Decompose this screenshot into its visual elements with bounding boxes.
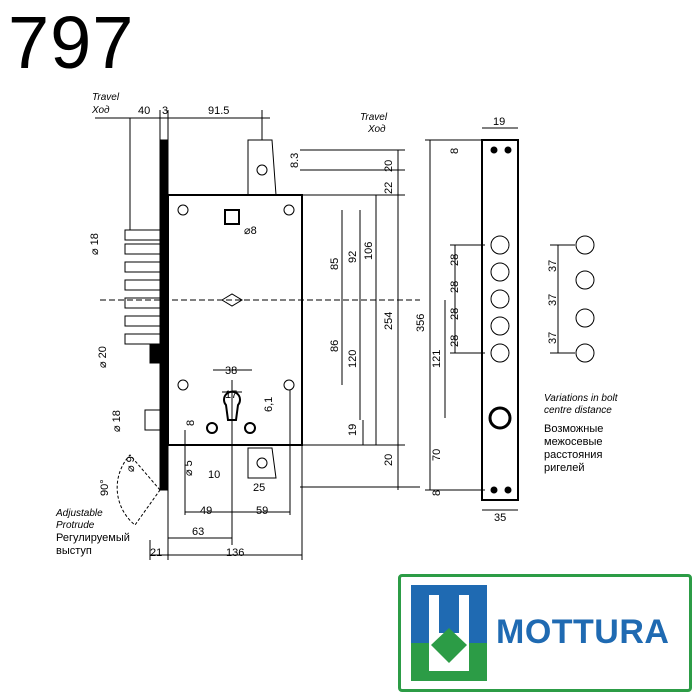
- variations-label-ru-3: расстояния: [544, 449, 602, 461]
- mottura-emblem-icon: [411, 585, 487, 681]
- dim-85: 85: [329, 258, 341, 270]
- dim-120: 120: [347, 350, 359, 368]
- dim-106: 106: [363, 242, 375, 260]
- dim-136: 136: [226, 547, 244, 559]
- dim-92: 92: [347, 251, 359, 263]
- face-28-4: 28: [449, 335, 461, 347]
- faceplate-side: [159, 139, 169, 491]
- face-35: 35: [494, 512, 506, 524]
- face-28-1: 28: [449, 254, 461, 266]
- var-37-1: 37: [547, 260, 559, 272]
- dim-dia18-bottom: ⌀ 18: [111, 410, 123, 432]
- face-28-2: 28: [449, 281, 461, 293]
- brand-name: MOTTURA: [496, 613, 670, 651]
- dim-22: 22: [383, 182, 395, 194]
- model-number: 797: [8, 1, 135, 84]
- dim-3: 3: [162, 105, 168, 117]
- dim-dia9: ⌀ 9: [125, 456, 137, 472]
- face-28-3: 28: [449, 308, 461, 320]
- mottura-logo: MOTTURA: [398, 574, 692, 692]
- dim-40: 40: [138, 105, 150, 117]
- face-19: 19: [493, 116, 505, 128]
- dim-dia5: ⌀ 5: [183, 460, 195, 476]
- variations-label-ru-4: ригелей: [544, 462, 584, 474]
- dim-dia18-top: ⌀ 18: [89, 233, 101, 255]
- var-37-2: 37: [547, 294, 559, 306]
- dim-6-1: 6,1: [263, 397, 275, 412]
- face-8-bottom: 8: [431, 490, 443, 496]
- faceplate-front: [481, 139, 519, 501]
- dim-63: 63: [192, 526, 204, 538]
- variations-label-ru-2: межосевые: [544, 436, 603, 448]
- variations-label-ru-1: Возможные: [544, 423, 603, 435]
- variations-label-en-2: centre distance: [544, 405, 612, 416]
- dim-356: 356: [415, 314, 427, 332]
- travel-label-ru-2: Ход: [367, 124, 386, 135]
- dim-19-side: 19: [347, 424, 359, 436]
- dim-49: 49: [200, 505, 212, 517]
- variations-label-en-1: Variations in bolt: [544, 393, 619, 404]
- dim-20-bottom: 20: [383, 454, 395, 466]
- travel-label-en: Travel: [92, 92, 120, 103]
- top-lever: [247, 139, 277, 196]
- adjustable-label-en-2: Protrude: [56, 520, 95, 531]
- adjustable-label-ru-1: Регулируемый: [56, 532, 130, 544]
- face-8-top: 8: [449, 148, 461, 154]
- dim-dia8: ⌀8: [244, 225, 257, 237]
- dim-25: 25: [253, 482, 265, 494]
- travel-label-en-2: Travel: [360, 112, 388, 123]
- bolts: [124, 229, 164, 345]
- dim-dia20: ⌀ 20: [97, 346, 109, 368]
- dim-91-5: 91.5: [208, 105, 229, 117]
- dim-17: 17: [225, 389, 237, 401]
- face-70: 70: [431, 449, 443, 461]
- face-121: 121: [431, 350, 443, 368]
- dim-8: 8: [185, 420, 197, 426]
- adjustable-label-en-1: Adjustable: [55, 508, 103, 519]
- dim-86: 86: [329, 340, 341, 352]
- dim-8-3: 8.3: [289, 153, 301, 168]
- dim-90deg: 90°: [99, 479, 111, 496]
- dim-20-top: 20: [383, 160, 395, 172]
- lock-body: [167, 194, 303, 446]
- dim-10: 10: [208, 469, 220, 481]
- var-37-3: 37: [547, 332, 559, 344]
- dim-38: 38: [225, 365, 237, 377]
- adjustable-label-ru-2: выступ: [56, 545, 92, 557]
- dim-59: 59: [256, 505, 268, 517]
- dim-254: 254: [383, 312, 395, 330]
- dim-21: 21: [150, 547, 162, 559]
- travel-label-ru: Ход: [91, 105, 110, 116]
